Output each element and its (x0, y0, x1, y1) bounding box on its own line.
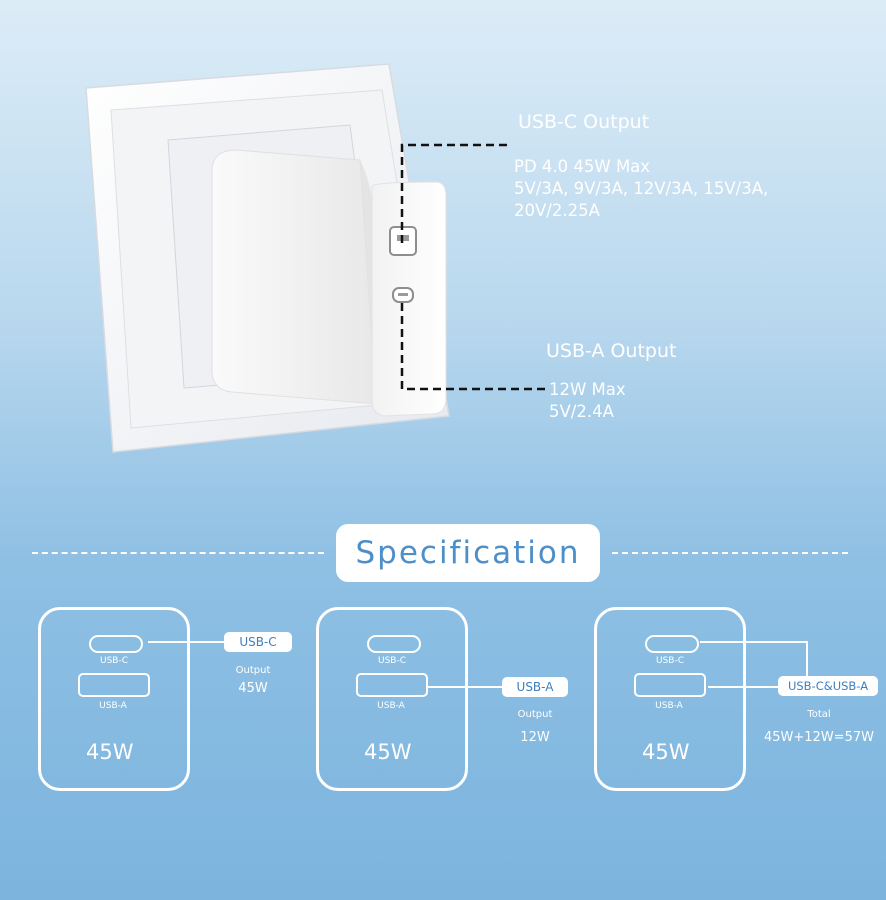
card-value: 45W (238, 681, 268, 696)
usb-a-port-label: USB-A (99, 701, 127, 711)
spec-card-usb-c: USB-C USB-A 45W (38, 607, 190, 791)
spec-card-usb-c-and-usb-a: USB-C USB-A 45W (594, 607, 746, 791)
connector-line (806, 641, 808, 677)
usb-c-port-icon (89, 635, 143, 653)
port-tag-usb-c: USB-C (224, 632, 292, 652)
usb-a-callout-specs: 12W Max 5V/2.4A (549, 379, 626, 423)
divider-left (32, 552, 324, 554)
usb-a-port-icon (78, 673, 150, 697)
card-caption: Output (517, 709, 553, 720)
card-wattage: 45W (364, 740, 412, 764)
usb-c-spec-line: 5V/3A, 9V/3A, 12V/3A, 15V/3A, (514, 179, 769, 198)
usb-a-port-label: USB-A (655, 701, 683, 711)
usb-c-port-icon (645, 635, 699, 653)
card-wattage: 45W (86, 740, 134, 764)
usb-c-callout: USB-C Output (518, 111, 649, 133)
connector-line (428, 686, 502, 688)
card-caption: Total (807, 709, 831, 720)
usb-c-port-icon (367, 635, 421, 653)
usb-c-callout-specs: PD 4.0 45W Max 5V/3A, 9V/3A, 12V/3A, 15V… (514, 156, 768, 222)
usb-c-port-label: USB-C (655, 656, 684, 666)
callout-leader-lines (400, 143, 547, 391)
card-wattage: 45W (642, 740, 690, 764)
usb-c-port-label: USB-C (377, 656, 406, 666)
spec-card-usb-a: USB-C USB-A 45W (316, 607, 468, 791)
connector-line (700, 641, 806, 643)
charger-body (211, 149, 447, 417)
usb-a-spec-line: 5V/2.4A (549, 402, 614, 421)
usb-a-callout-heading: USB-A Output (546, 340, 677, 362)
usb-a-callout: USB-A Output (546, 340, 676, 362)
connector-line (708, 686, 782, 688)
usb-a-port-icon (634, 673, 706, 697)
usb-c-port-label: USB-C (99, 656, 128, 666)
usb-c-callout-heading: USB-C Output (518, 111, 650, 133)
usb-a-port-label: USB-A (377, 701, 405, 711)
specification-banner: Specification (336, 524, 600, 582)
card-value: 45W+12W=57W (764, 730, 874, 745)
usb-a-port-icon (356, 673, 428, 697)
divider-right (612, 552, 848, 554)
charger-product-photo (85, 63, 547, 453)
usb-c-spec-line: PD 4.0 45W Max (514, 157, 651, 176)
connector-line (148, 641, 224, 643)
card-value: 12W (520, 730, 550, 745)
port-tag-usb-c-usb-a: USB-C&USB-A (778, 676, 878, 696)
port-tag-usb-a: USB-A (502, 677, 568, 697)
usb-a-spec-line: 12W Max (549, 380, 626, 399)
card-caption: Output (235, 665, 271, 676)
usb-c-spec-line: 20V/2.25A (514, 201, 600, 220)
